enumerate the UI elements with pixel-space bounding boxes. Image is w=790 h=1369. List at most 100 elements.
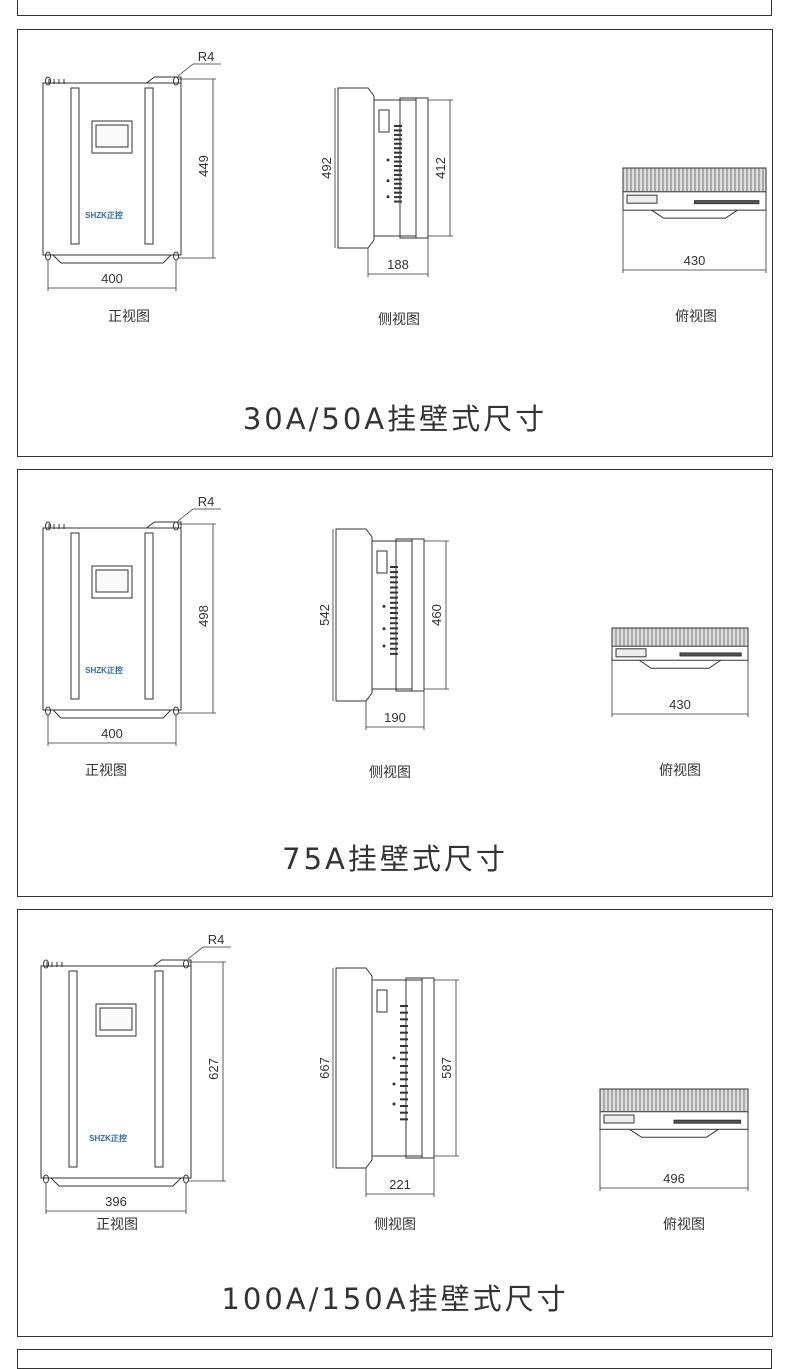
side-body-height-label: 412	[433, 157, 448, 179]
mounting-hole-icon	[45, 76, 51, 86]
brand-logo: SHZK正控	[85, 665, 123, 675]
screw-icon	[382, 627, 386, 631]
screw-icon	[392, 1056, 396, 1060]
side-handle	[376, 550, 388, 574]
front-view-drawing: SHZK正控	[42, 76, 182, 264]
side-body	[371, 540, 413, 690]
side-body-height-label: 587	[439, 1057, 454, 1079]
mounting-hole-icon	[173, 706, 179, 716]
mounting-hole-icon	[43, 1174, 49, 1184]
terminal-block	[626, 194, 658, 204]
cabinet-top-bracket	[43, 76, 182, 87]
panel-title: 30A/50A挂壁式尺寸	[242, 402, 548, 436]
panel-title: 75A挂壁式尺寸	[282, 842, 508, 876]
mounting-hole-icon	[45, 706, 51, 716]
screw-icon	[392, 1082, 396, 1086]
top-rail	[679, 652, 742, 657]
mounting-hole-icon	[173, 76, 179, 86]
side-view-drawing	[335, 528, 425, 702]
front-view-drawing: SHZK正控	[42, 521, 182, 719]
top-mount-bracket	[638, 659, 722, 669]
side-view-caption: 侧视图	[378, 312, 420, 328]
corner-radius-label: R4	[198, 494, 215, 509]
side-cover	[421, 977, 435, 1159]
side-view-caption: 侧视图	[374, 1217, 416, 1233]
top-mount-bracket	[651, 209, 738, 219]
drawing-canvas: SHZK正控 396 627 R4 667 587 221 496	[40, 932, 749, 1214]
front-pillar-right	[154, 970, 164, 1168]
cabinet-bottom-bracket	[43, 709, 181, 719]
mounting-hole-icon	[45, 521, 51, 531]
side-total-height-label: 542	[317, 604, 332, 626]
heatsink-grid	[599, 1088, 749, 1113]
cabinet-bottom-bracket	[43, 254, 181, 264]
side-depth-label: 190	[384, 710, 406, 725]
side-view-drawing	[337, 87, 429, 249]
mounting-hole-icon	[183, 959, 189, 969]
cabinet-body	[42, 527, 182, 711]
previous-panel-edge	[17, 0, 772, 16]
mounting-hole-icon	[43, 959, 49, 969]
cabinet-body	[40, 965, 192, 1179]
side-depth-label: 188	[387, 257, 409, 272]
terminal-block	[603, 1114, 635, 1124]
mounting-hole-icon	[173, 251, 179, 261]
wall-plate	[335, 528, 373, 702]
screw-icon	[382, 604, 386, 608]
side-total-height-label: 492	[319, 157, 334, 179]
cabinet-bottom-bracket	[41, 1177, 191, 1187]
top-view-caption: 俯视图	[659, 763, 701, 779]
display-screen-inner	[95, 569, 129, 593]
top-mount-bracket	[629, 1128, 719, 1138]
side-total-height-label: 667	[317, 1057, 332, 1079]
dimension-line	[187, 946, 204, 960]
cabinet-top-bracket	[41, 959, 192, 970]
heatsink-grid	[622, 167, 767, 193]
top-view-drawing	[622, 167, 767, 219]
brand-logo: SHZK正控	[89, 1133, 127, 1143]
display-screen-inner	[95, 124, 129, 148]
top-width-label: 496	[663, 1171, 685, 1186]
top-rail	[694, 200, 760, 205]
front-width-label: 396	[105, 1194, 127, 1209]
front-view-caption: 正视图	[85, 763, 127, 779]
front-view-caption: 正视图	[108, 309, 150, 325]
corner-radius-label: R4	[198, 49, 215, 64]
top-body	[611, 627, 749, 661]
display-screen-inner	[99, 1007, 133, 1031]
mounting-hole-icon	[173, 521, 179, 531]
front-width-label: 400	[101, 271, 123, 286]
front-height-label: 627	[206, 1058, 221, 1080]
front-view-drawing: SHZK正控	[40, 959, 192, 1187]
side-panel	[405, 977, 423, 1159]
side-view-drawing	[335, 967, 435, 1169]
top-view-caption: 俯视图	[675, 309, 717, 325]
screw-icon	[386, 195, 390, 199]
dimension-line	[177, 63, 194, 77]
side-handle	[378, 109, 390, 133]
side-cover	[415, 97, 429, 239]
front-height-label: 449	[196, 155, 211, 177]
front-pillar-left	[70, 87, 80, 245]
front-pillar-right	[144, 532, 154, 700]
side-body-height-label: 460	[429, 604, 444, 626]
corner-radius-label: R4	[208, 932, 225, 947]
side-depth-label: 221	[389, 1177, 411, 1192]
cabinet-body	[42, 82, 182, 256]
front-view-caption: 正视图	[96, 1217, 138, 1233]
next-panel-edge	[17, 1349, 772, 1369]
mounting-hole-icon	[183, 1174, 189, 1184]
screw-icon	[386, 179, 390, 183]
cabinet-top-bracket	[43, 521, 182, 532]
brand-logo: SHZK正控	[85, 210, 123, 220]
front-pillar-left	[70, 532, 80, 700]
front-pillar-right	[144, 87, 154, 245]
dimension-line	[177, 508, 194, 522]
side-view-caption: 侧视图	[369, 765, 411, 781]
side-panel	[399, 97, 417, 239]
